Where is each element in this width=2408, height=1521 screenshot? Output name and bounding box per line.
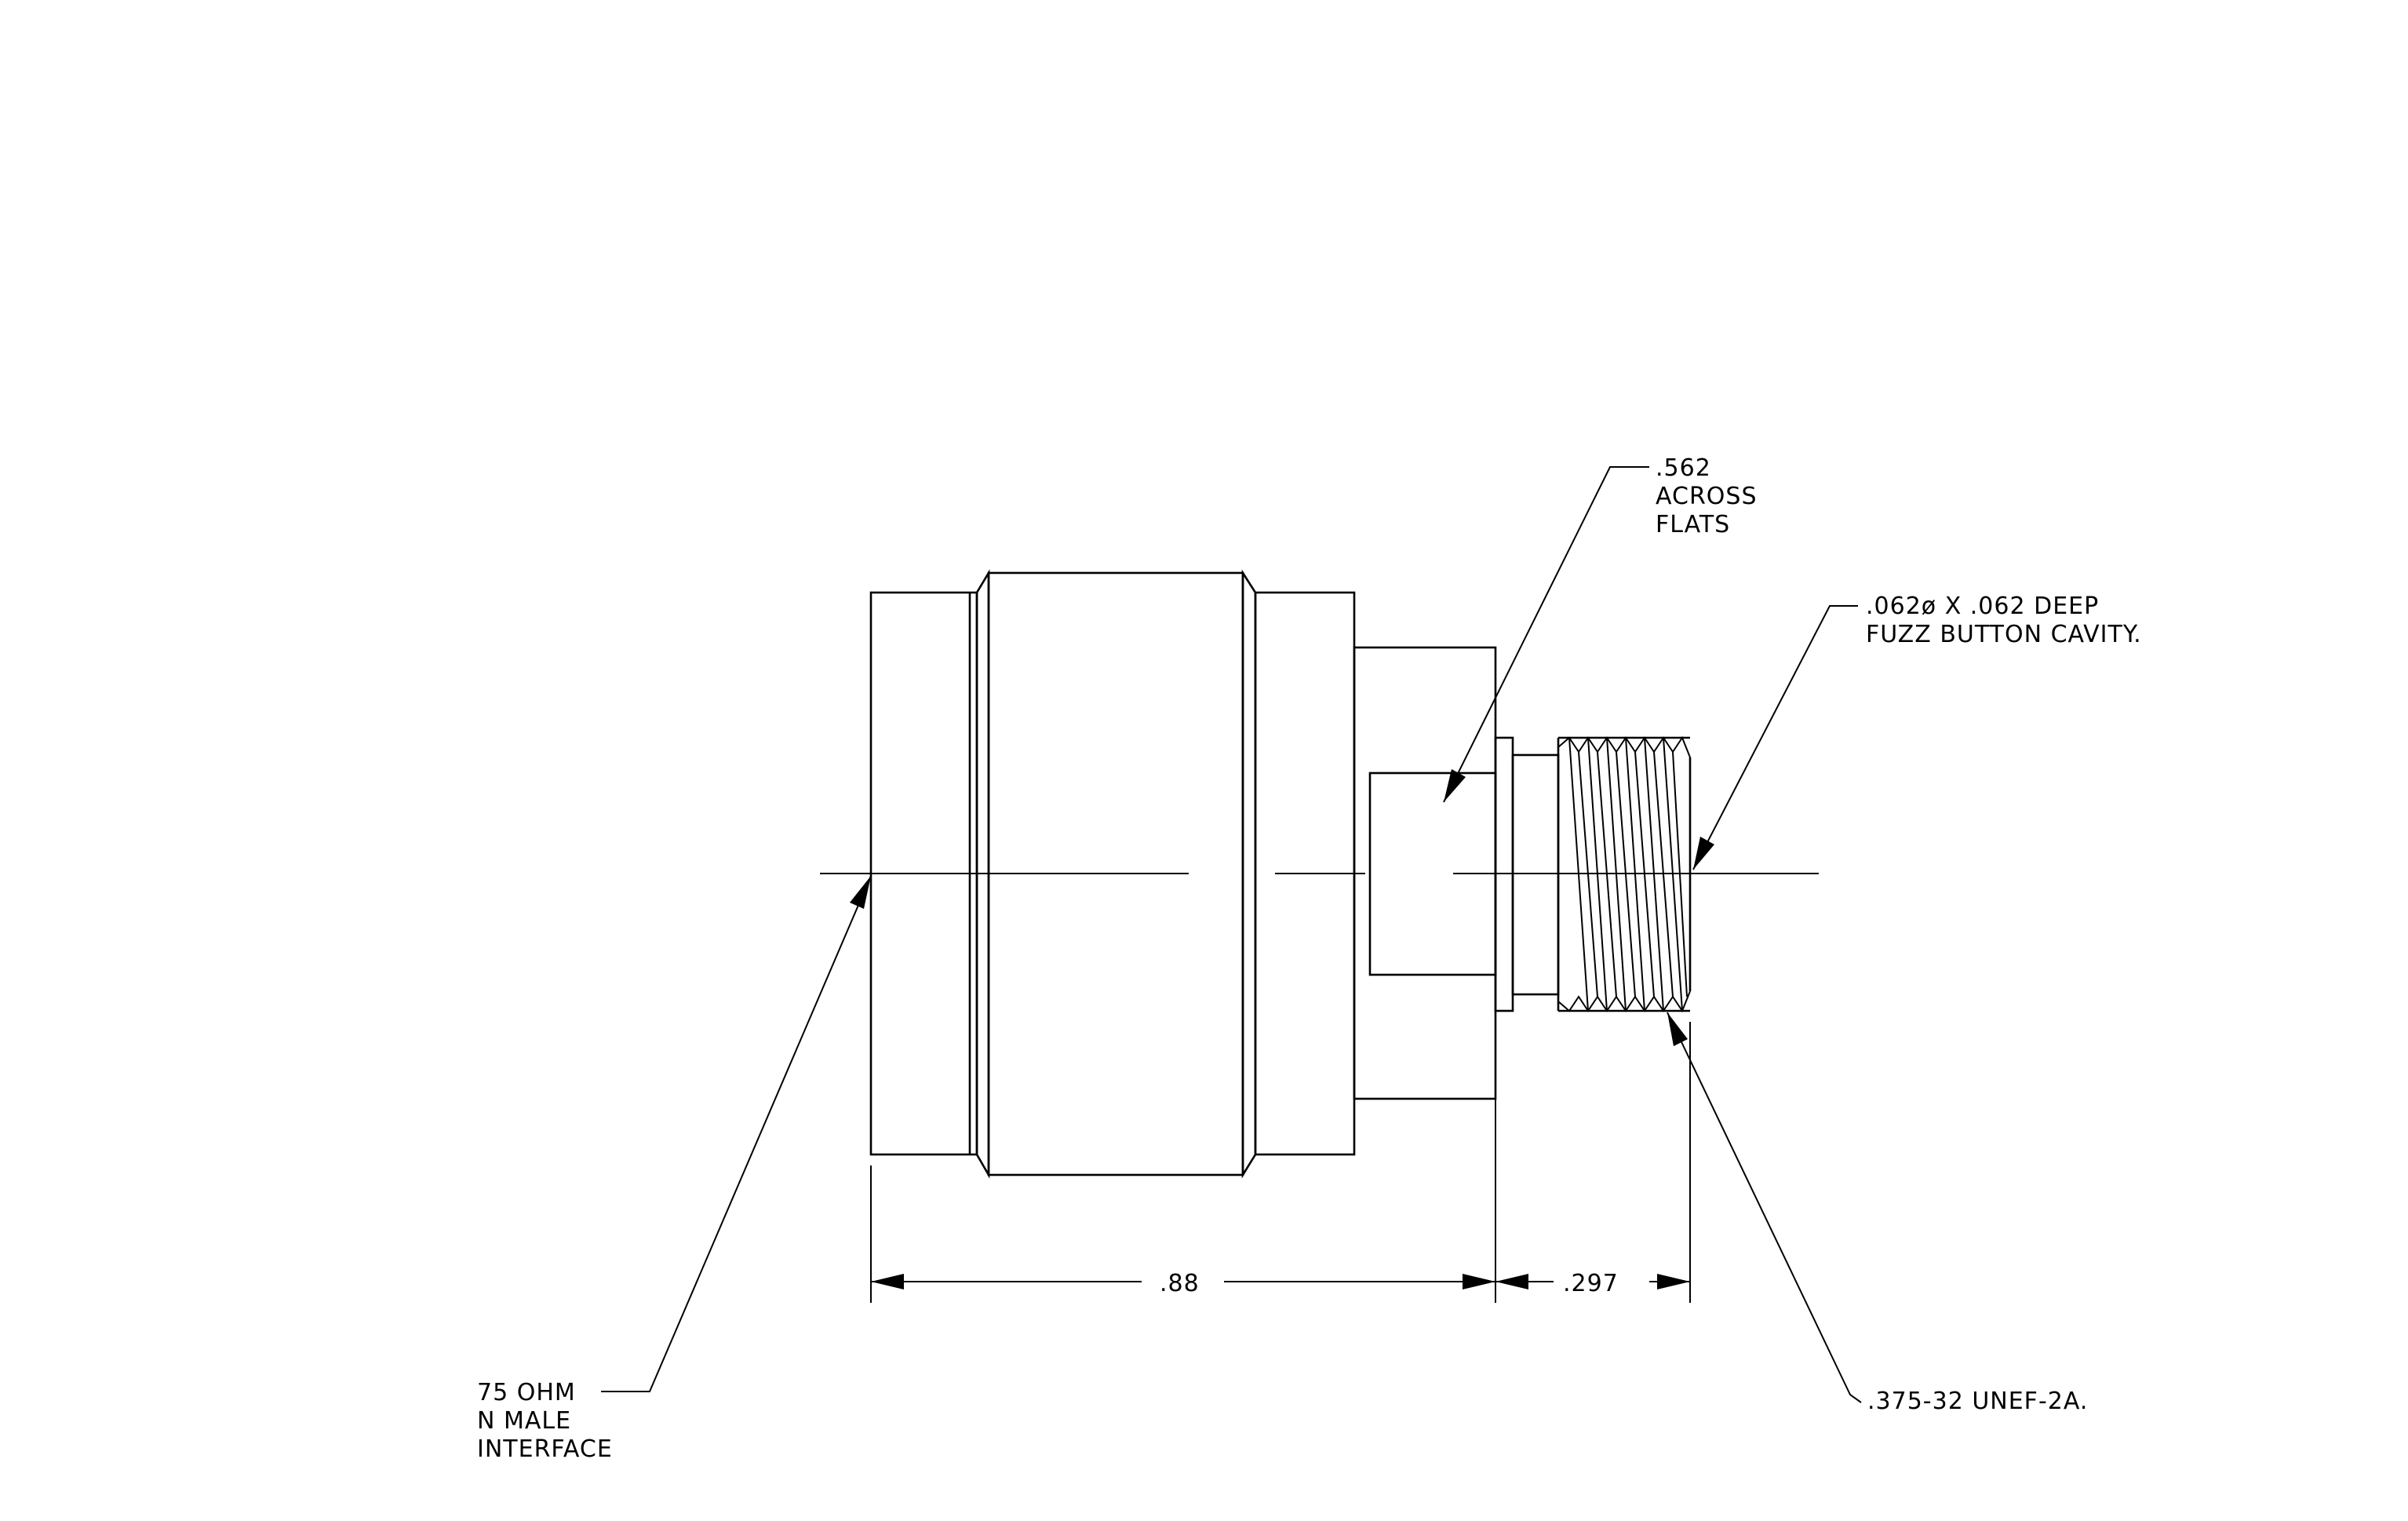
interface-line-3: INTERFACE: [477, 1435, 613, 1463]
dimension-lines: [870, 1022, 1691, 1303]
neck: [1511, 753, 1560, 996]
fuzz-button-line-1: .062ø X .062 DEEP: [1866, 593, 2099, 620]
interface-line-2: N MALE: [477, 1407, 571, 1435]
leaders: [601, 466, 1862, 1403]
fuzz-button-line-2: FUZZ BUTTON CAVITY.: [1866, 621, 2142, 648]
dim-thread-length: .297: [1563, 1270, 1619, 1297]
callout-interface: 75 OHM N MALE INTERFACE: [477, 1379, 613, 1463]
across-flats-line-3: FLATS: [1656, 511, 1730, 538]
across-flats-line-2: ACROSS: [1656, 483, 1758, 510]
interface-line-1: 75 OHM: [477, 1379, 576, 1406]
right-chamfer: [1241, 569, 1257, 1179]
callout-fuzz-button: .062ø X .062 DEEP FUZZ BUTTON CAVITY.: [1866, 593, 2142, 648]
dim-overall-length: .88: [1160, 1270, 1200, 1297]
thread-crests-top: [1557, 735, 1691, 758]
callout-thread: .375-32 UNEF-2A.: [1867, 1388, 2088, 1415]
callout-across-flats: .562 ACROSS FLATS: [1656, 454, 1758, 538]
across-flats-line-1: .562: [1656, 454, 1711, 482]
